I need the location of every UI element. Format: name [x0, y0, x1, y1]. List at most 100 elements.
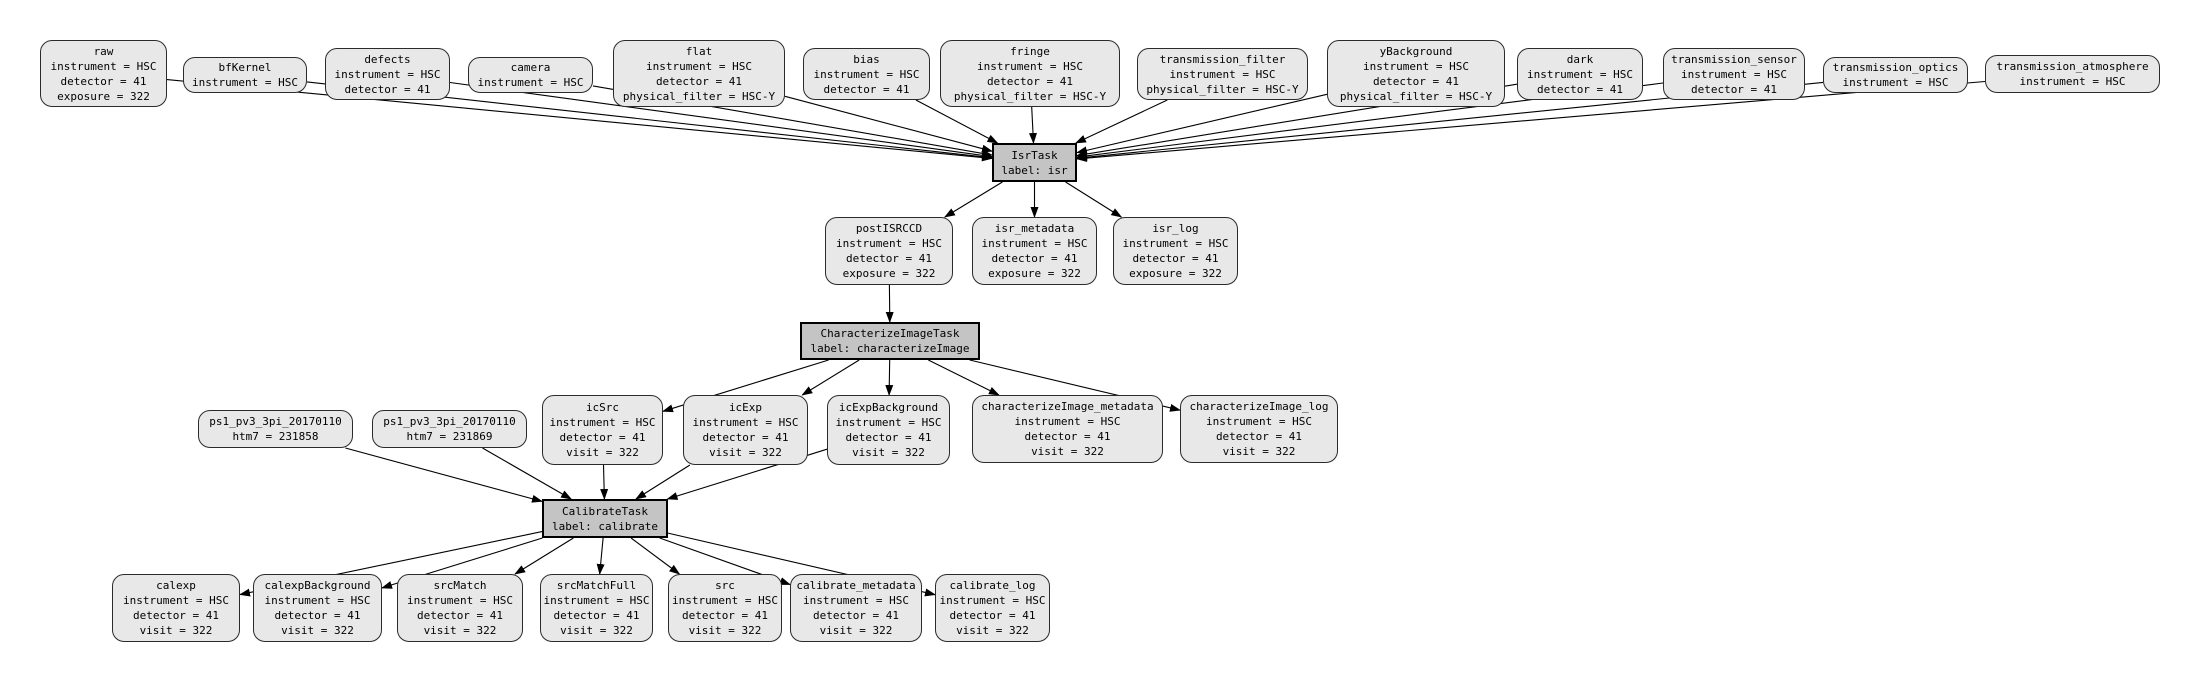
node-attribute: instrument = HSC — [1842, 76, 1949, 89]
node-attribute: detector = 41 — [1536, 82, 1624, 96]
node-label-block: ps1_pv3_3pi_20170110 htm7 = 231869 — [383, 414, 515, 444]
edge-isr-to-postISRCCD — [944, 181, 1003, 218]
node-title: isr_log — [1152, 222, 1199, 235]
node-label-block: calibrate_metadata instrument = HSC detect… — [796, 578, 915, 638]
edge-icSrc-to-calibrate — [600, 464, 609, 500]
node-attribute: physical_filter = HSC-Y — [1146, 82, 1299, 96]
node-attribute: instrument = HSC — [1681, 67, 1787, 81]
node-attribute: instrument = HSC — [692, 416, 799, 429]
node-attribute: detector = 41 — [681, 609, 769, 622]
node-label-block: transmission_optics instrument = HSC — [1833, 60, 1959, 90]
edge-transmission_filter-to-isr — [1074, 99, 1168, 144]
node-title: transmission_atmosphere — [1996, 60, 2149, 73]
node-title: calexpBackground — [264, 579, 371, 592]
dataset-node-ps1_a: ps1_pv3_3pi_20170110 htm7 = 231858 — [198, 410, 353, 448]
node-attribute: visit = 322 — [709, 446, 782, 459]
node-attribute: instrument = HSC — [50, 59, 157, 73]
node-title: transmission_filter — [1159, 52, 1286, 66]
node-title: flat — [685, 44, 713, 58]
node-attribute: detector = 41 — [702, 431, 789, 444]
node-attribute: instrument = HSC — [1014, 415, 1121, 428]
node-attribute: detector = 41 — [991, 252, 1078, 265]
node-attribute: visit = 322 — [1222, 445, 1296, 458]
node-attribute: detector = 41 — [132, 609, 220, 622]
node-title: characterizeImage_metadata — [981, 400, 1154, 413]
node-attribute: instrument = HSC — [803, 594, 909, 607]
node-attribute: exposure = 322 — [842, 267, 936, 280]
node-title: ps1_pv3_3pi_20170110 — [209, 415, 342, 428]
node-attribute: instrument = HSC — [264, 594, 371, 607]
node-title: src — [715, 579, 735, 592]
node-title: calibrate_metadata — [796, 579, 916, 592]
node-attribute: label: characterizeImage — [810, 342, 970, 355]
edge-ps1_b-to-calibrate — [482, 447, 572, 500]
node-attribute: instrument = HSC — [939, 594, 1046, 607]
node-attribute: instrument = HSC — [977, 59, 1083, 73]
node-attribute: detector = 41 — [845, 431, 932, 444]
node-attribute: htm7 = 231869 — [406, 430, 493, 443]
node-attribute: detector = 41 — [845, 252, 933, 265]
node-title: transmission_optics — [1832, 61, 1959, 74]
node-title: ps1_pv3_3pi_20170110 — [383, 415, 516, 428]
node-attribute: physical_filter = HSC-Y — [622, 89, 776, 103]
edge-transmission_atmosphere-to-isr — [1076, 80, 1986, 163]
node-attribute: visit = 322 — [1031, 445, 1104, 458]
node-label-block: characterizeImage_metadata instrument = H… — [981, 399, 1153, 459]
node-title: yBackground — [1379, 44, 1453, 58]
node-attribute: detector = 41 — [274, 609, 361, 622]
node-title: isr_metadata — [994, 222, 1075, 235]
node-attribute: label: isr — [1001, 163, 1068, 177]
node-label-block: ps1_pv3_3pi_20170110 htm7 = 231858 — [209, 414, 341, 444]
node-attribute: detector = 41 — [655, 74, 743, 88]
node-attribute: instrument = HSC — [2019, 75, 2126, 88]
node-attribute: instrument = HSC — [477, 76, 584, 89]
node-title: CharacterizeImageTask — [820, 327, 960, 340]
node-title: CalibrateTask — [561, 504, 649, 518]
edge-yBackground-to-isr — [1076, 93, 1328, 155]
node-label-block: calexpBackground instrument = HSC detector… — [265, 578, 371, 638]
node-title: dark — [1566, 52, 1594, 66]
node-attribute: instrument = HSC — [192, 76, 298, 89]
node-attribute: visit = 322 — [819, 624, 893, 637]
dataset-node-calexpBackground: calexpBackground instrument = HSC detector… — [253, 574, 382, 642]
edge-characterizeImage-to-icExpBackground — [885, 359, 894, 396]
node-attribute: instrument = HSC — [1206, 415, 1312, 428]
node-title: calibrate_log — [949, 579, 1036, 592]
node-attribute: instrument = HSC — [1363, 59, 1469, 73]
node-label-block: CharacterizeImageTask label: characterize… — [811, 326, 970, 356]
edge-calibrate-to-srcMatch — [514, 537, 574, 575]
node-attribute: detector = 41 — [812, 609, 900, 622]
node-attribute: visit = 322 — [281, 624, 354, 637]
node-attribute: detector = 41 — [1372, 74, 1460, 88]
node-attribute: instrument = HSC — [1122, 237, 1229, 250]
node-title: defects — [364, 52, 411, 66]
node-attribute: detector = 41 — [949, 609, 1036, 622]
node-attribute: htm7 = 231858 — [232, 430, 319, 443]
node-title: IsrTask — [1011, 148, 1058, 162]
node-attribute: instrument = HSC — [123, 594, 229, 607]
node-attribute: instrument = HSC — [835, 416, 942, 429]
node-attribute: instrument = HSC — [407, 594, 513, 607]
node-title: srcMatchFull — [556, 579, 637, 592]
node-attribute: label: calibrate — [552, 519, 658, 533]
dataset-node-calibrate_log: calibrate_log instrument = HSC detector = … — [935, 574, 1050, 642]
